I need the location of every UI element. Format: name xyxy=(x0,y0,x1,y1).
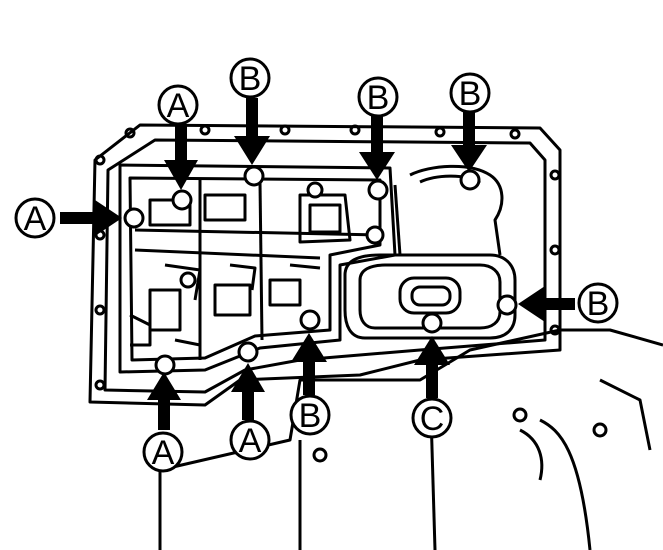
callout-label-b1: B xyxy=(239,60,262,98)
valve-body xyxy=(118,163,397,374)
arrow-a4 xyxy=(231,363,265,420)
bolt-b2 xyxy=(367,179,389,201)
arrow-a2 xyxy=(60,200,122,236)
bolt-b4 xyxy=(496,294,518,316)
arrow-b4 xyxy=(518,286,575,322)
bolt-b5 xyxy=(299,309,321,331)
bolt-b1 xyxy=(243,165,265,187)
bolt-a2 xyxy=(123,207,145,229)
arrow-b5 xyxy=(291,333,327,395)
callout-circle-a4 xyxy=(229,419,271,461)
callout-label-a4: A xyxy=(239,422,262,460)
arrow-c1 xyxy=(414,336,450,398)
callout-circle-c1 xyxy=(411,397,453,439)
callout-labels: A A A A B B B B B C xyxy=(24,60,610,472)
callout-circle-b4 xyxy=(577,282,619,324)
callout-circle-b2 xyxy=(357,76,399,118)
callout-circle-a3 xyxy=(142,431,184,473)
callout-label-a3: A xyxy=(152,434,175,472)
callout-label-a2: A xyxy=(24,200,47,238)
arrow-a1 xyxy=(164,125,198,190)
callout-circle-b1 xyxy=(229,57,271,99)
bolt-a4 xyxy=(237,341,259,363)
callout-label-b2: B xyxy=(367,79,390,117)
callout-circle-b5 xyxy=(289,394,331,436)
bolt-c1 xyxy=(421,312,443,334)
bolt-a1 xyxy=(171,189,193,211)
callout-circle-a2 xyxy=(14,197,56,239)
arrow-a3 xyxy=(147,372,181,430)
arrow-b2 xyxy=(359,115,395,180)
callout-circles xyxy=(14,57,619,473)
bolt-a3 xyxy=(154,354,176,376)
callout-label-c1: C xyxy=(420,400,445,438)
callout-label-b5: B xyxy=(299,397,322,435)
callout-label-a1: A xyxy=(167,87,190,125)
bolts xyxy=(123,165,518,376)
callout-circle-b3 xyxy=(449,72,491,114)
callout-label-b4: B xyxy=(587,285,610,323)
callout-label-b3: B xyxy=(459,75,482,113)
arrow-b3 xyxy=(451,112,487,172)
callout-circle-a1 xyxy=(157,84,199,126)
arrow-b1 xyxy=(234,98,270,165)
arrows xyxy=(60,98,575,430)
bolt-b3 xyxy=(459,169,481,191)
